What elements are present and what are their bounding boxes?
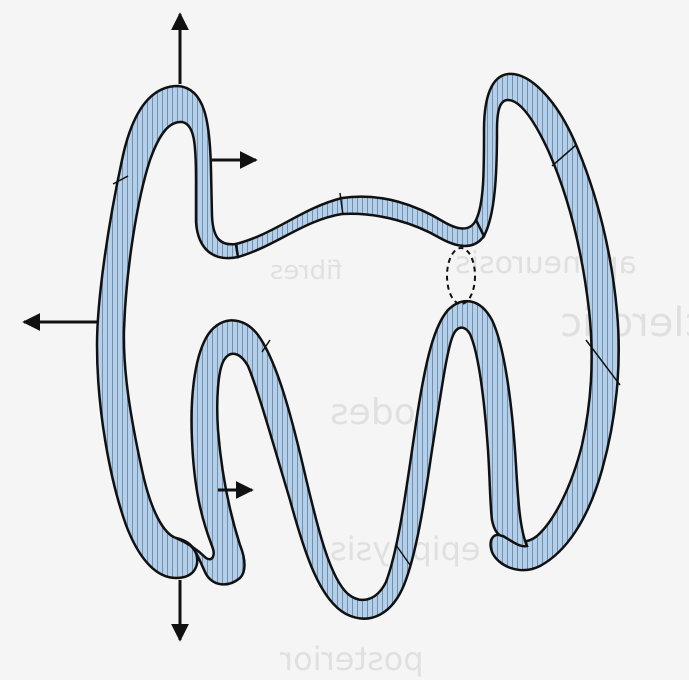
wall-tick-mark [585,339,621,386]
wall-tick-mark [339,192,344,216]
wall-tick-mark [112,175,129,185]
lower-fold-wall [175,299,529,620]
left-outer-wall [95,84,240,580]
right-outer-wall [474,72,620,572]
wall-tick-mark [551,144,577,167]
left-membrane-loop [96,84,601,577]
dashed-gap-ellipse [446,247,476,305]
wall-tick-mark [261,339,271,353]
top-bridge-wall [234,195,486,259]
wall-tick-mark [395,544,411,566]
